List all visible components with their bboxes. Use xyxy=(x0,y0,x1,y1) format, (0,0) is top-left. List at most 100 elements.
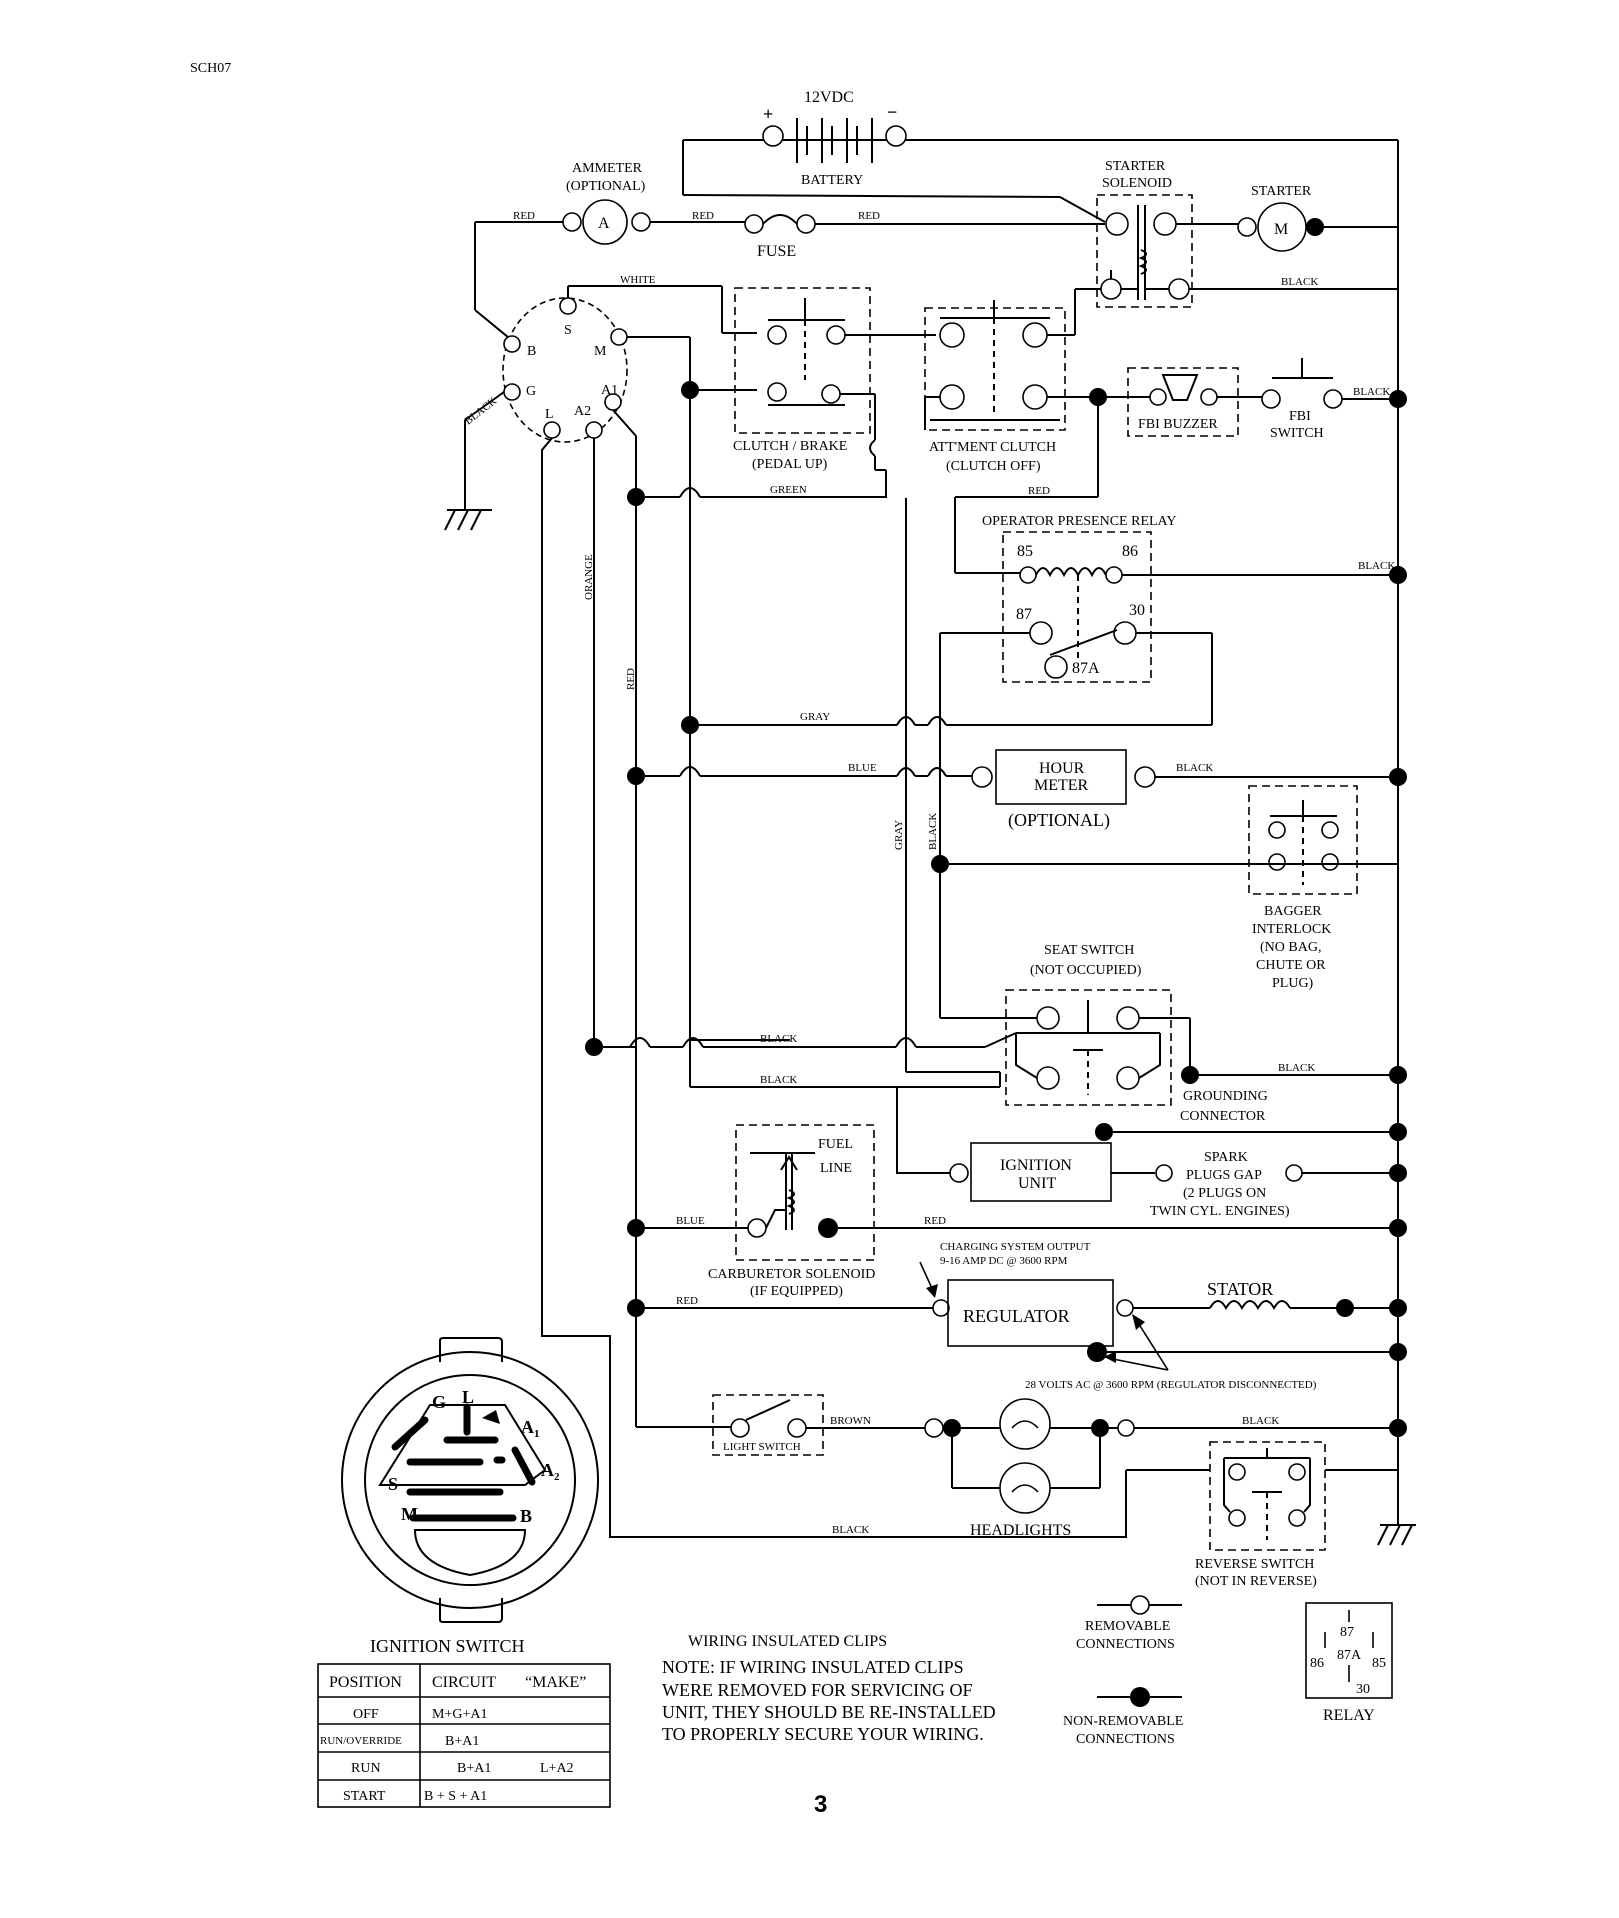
ammeter-letter: A xyxy=(598,215,610,232)
table-row-position: RUN/OVERRIDE xyxy=(320,1735,402,1747)
clutch-brake-switch: CLUTCH / BRAKE (PEDAL UP) xyxy=(733,287,936,498)
volts-ac-label: 28 VOLTS AC @ 3600 RPM (REGULATOR DISCON… xyxy=(1025,1379,1317,1391)
attment-clutch-label-2: (CLUTCH OFF) xyxy=(946,459,1041,474)
table-row-extra: L+A2 xyxy=(540,1761,574,1776)
bagger-label-3: (NO BAG, xyxy=(1260,940,1321,955)
gray-wire: GRAY xyxy=(681,711,1212,734)
wire-red-3: RED xyxy=(858,210,880,222)
battery-minus: − xyxy=(887,102,897,122)
relay-pin-87: 87 xyxy=(1340,1625,1354,1640)
light-switch-label: LIGHT SWITCH xyxy=(723,1441,801,1453)
legend-removable-1: REMOVABLE xyxy=(1085,1619,1170,1634)
ign-term-b: B xyxy=(527,344,536,359)
fuse-label: FUSE xyxy=(757,243,796,260)
spark-label-3: (2 PLUGS ON xyxy=(1183,1186,1266,1201)
legend-removable-2: CONNECTIONS xyxy=(1076,1637,1175,1652)
relay-87a: 87A xyxy=(1072,660,1100,677)
hour-meter-label-3: (OPTIONAL) xyxy=(1008,810,1110,831)
wire-red-2: RED xyxy=(692,210,714,222)
battery-voltage: 12VDC xyxy=(804,89,854,106)
attment-clutch-label-1: ATT'MENT CLUTCH xyxy=(929,440,1056,455)
wire-black-hour: BLACK xyxy=(1176,762,1213,774)
wire-black-solenoid: BLACK xyxy=(1281,276,1318,288)
attachment-clutch-switch: ATT'MENT CLUTCH (CLUTCH OFF) xyxy=(924,300,1107,474)
face-l: L xyxy=(462,1387,474,1407)
bagger-interlock: BAGGER INTERLOCK (NO BAG, CHUTE OR PLUG) xyxy=(931,785,1398,991)
hour-meter: HOUR METER (OPTIONAL) BLUE BLACK xyxy=(627,749,1407,831)
bagger-label-1: BAGGER xyxy=(1264,904,1322,919)
table-row-circuit: B + S + A1 xyxy=(424,1789,487,1804)
starter-solenoid: STARTER SOLENOID BLACK xyxy=(1074,159,1398,335)
doc-code: SCH07 xyxy=(190,61,231,76)
table-header-make: “MAKE” xyxy=(525,1674,586,1691)
carb-label-2: (IF EQUIPPED) xyxy=(750,1284,843,1299)
wire-green: GREEN xyxy=(770,484,807,496)
ammeter-title: AMMETER xyxy=(572,161,643,176)
hour-meter-label-1: HOUR xyxy=(1039,760,1085,777)
wire-black-fbi: BLACK xyxy=(1353,386,1390,398)
relay-legend-label: RELAY xyxy=(1323,1707,1375,1724)
green-wire: GREEN xyxy=(627,470,887,506)
table-row-position: OFF xyxy=(353,1707,379,1722)
wire-red-vertical: RED xyxy=(625,668,637,690)
relay-pin-86: 86 xyxy=(1310,1656,1324,1671)
wire-red-1: RED xyxy=(513,210,535,222)
wire-white: WHITE xyxy=(620,274,656,286)
wiring-note: WIRING INSULATED CLIPS NOTE: IF WIRING I… xyxy=(662,1633,996,1744)
ign-term-g: G xyxy=(526,384,536,399)
table-row-position: START xyxy=(343,1789,386,1804)
grounding-label-1: GROUNDING xyxy=(1183,1089,1268,1104)
opr-title: OPERATOR PRESENCE RELAY xyxy=(982,514,1176,529)
ign-term-m: M xyxy=(594,344,607,359)
spark-label-2: PLUGS GAP xyxy=(1186,1168,1262,1183)
headlights-label: HEADLIGHTS xyxy=(970,1522,1071,1539)
starter-letter: M xyxy=(1274,221,1288,238)
wire-black-seat2: BLACK xyxy=(760,1074,797,1086)
table-header-circuit: CIRCUIT xyxy=(432,1674,496,1691)
wire-brown: BROWN xyxy=(830,1415,871,1427)
table-row-circuit: B+A1 xyxy=(445,1734,479,1749)
relay-87: 87 xyxy=(1016,606,1032,623)
reverse-switch: REVERSE SWITCH (NOT IN REVERSE) xyxy=(1126,1441,1398,1589)
table-row-position: RUN xyxy=(351,1761,381,1776)
fbi-switch-label-2: SWITCH xyxy=(1270,426,1324,441)
fbi-switch: BLACK FBI SWITCH xyxy=(1261,358,1407,441)
face-b: B xyxy=(520,1506,532,1526)
seat-switch-label-1: SEAT SWITCH xyxy=(1044,943,1134,958)
face-a1: A1 xyxy=(521,1417,540,1440)
face-m: M xyxy=(401,1504,418,1524)
face-g: G xyxy=(432,1392,446,1412)
bagger-label-4: CHUTE OR xyxy=(1256,958,1326,973)
seat-wires: BLACK BLACK xyxy=(585,1032,1017,1088)
wire-red-carb: RED xyxy=(924,1215,946,1227)
ign-term-a2: A2 xyxy=(574,404,591,419)
ignition-unit-label-2: UNIT xyxy=(1018,1175,1056,1192)
wire-black-ground: BLACK xyxy=(1278,1062,1315,1074)
clutch-brake-label-2: (PEDAL UP) xyxy=(752,457,828,472)
relay-85: 85 xyxy=(1017,543,1033,560)
fbi-buzzer: FBI BUZZER xyxy=(1097,367,1262,497)
battery-plus: + xyxy=(763,104,773,124)
seat-switch: SEAT SWITCH (NOT OCCUPIED) GROUNDING CON… xyxy=(940,943,1407,1124)
note-line: UNIT, THEY SHOULD BE RE-INSTALLED xyxy=(662,1702,996,1722)
spark-label-1: SPARK xyxy=(1204,1150,1248,1165)
table-row-circuit: M+G+A1 xyxy=(432,1707,487,1722)
relay-30: 30 xyxy=(1129,602,1145,619)
charging-label-2: 9-16 AMP DC @ 3600 RPM xyxy=(940,1255,1068,1267)
ignition-switch-title: IGNITION SWITCH xyxy=(370,1636,524,1656)
relay-pin-87a: 87A xyxy=(1337,1648,1362,1663)
wire-red-relay: RED xyxy=(1028,485,1050,497)
fuel-label-1: FUEL xyxy=(818,1137,853,1152)
wire-gray: GRAY xyxy=(800,711,830,723)
legend-nonremovable-1: NON-REMOVABLE xyxy=(1063,1714,1183,1729)
note-line: NOTE: IF WIRING INSULATED CLIPS xyxy=(662,1657,964,1677)
seat-switch-label-2: (NOT OCCUPIED) xyxy=(1030,963,1142,978)
fbi-switch-label-1: FBI xyxy=(1289,409,1311,424)
carburetor-solenoid: FUEL LINE CARBURETOR SOLENOID (IF EQUIPP… xyxy=(627,1124,1407,1299)
legend-nonremovable-2: CONNECTIONS xyxy=(1076,1732,1175,1747)
starter-motor: M STARTER xyxy=(1176,184,1398,252)
wire-blue-carb: BLUE xyxy=(676,1215,705,1227)
clutch-brake-label-1: CLUTCH / BRAKE xyxy=(733,439,847,454)
table-header-position: POSITION xyxy=(329,1674,402,1691)
battery-label: BATTERY xyxy=(801,173,863,188)
